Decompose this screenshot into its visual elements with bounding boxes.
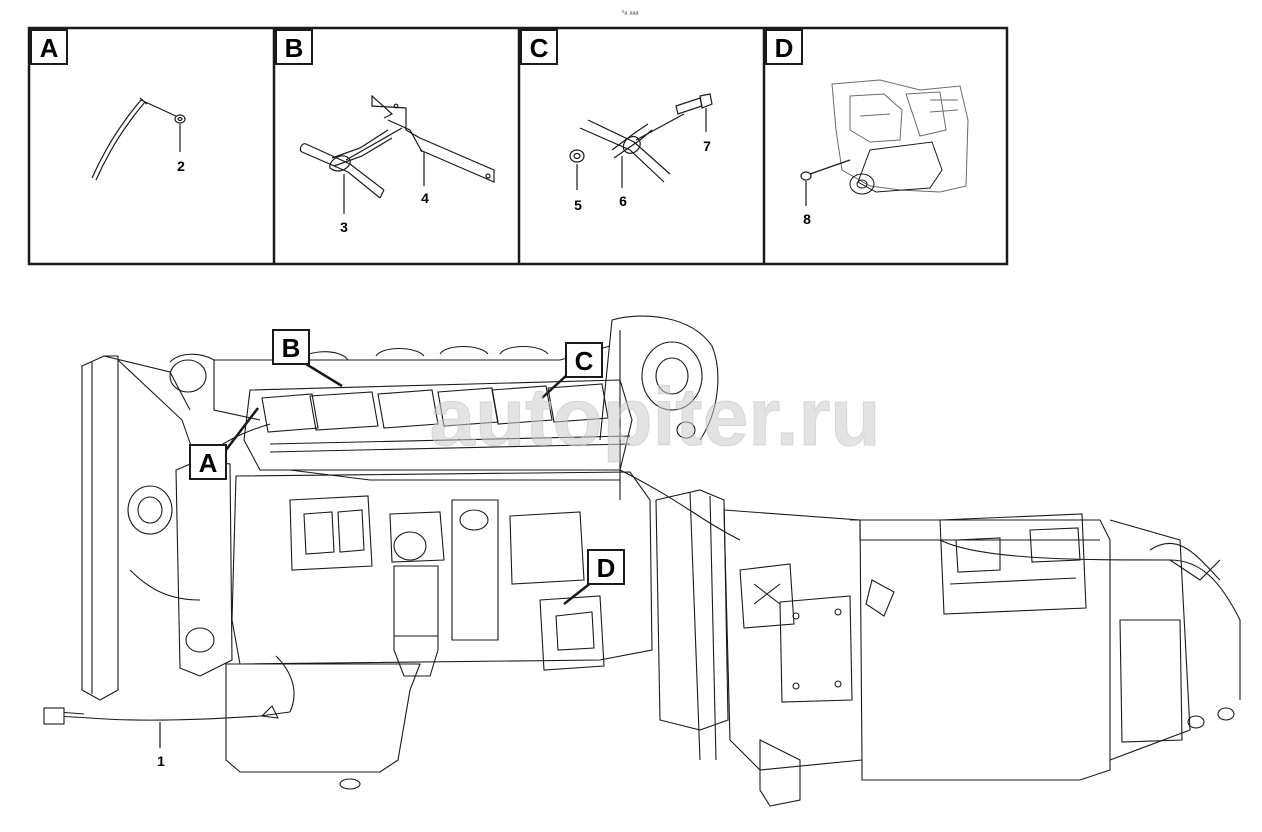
callout-7: 7 [703, 138, 711, 154]
panel-d-letter: D [775, 33, 794, 63]
panel-a-letter: A [40, 33, 59, 63]
panel-c-drawing [569, 93, 713, 190]
panel-b-label: B [275, 29, 313, 65]
callout-8: 8 [803, 211, 811, 227]
panel-d-leader [800, 159, 851, 206]
engine-assembly [43, 315, 1241, 807]
detail-panels [27, 26, 1009, 266]
view-tag-leaders [225, 362, 593, 605]
panel-a-drawing [91, 97, 186, 181]
callout-1: 1 [157, 753, 165, 769]
view-tag-b-letter: B [282, 333, 301, 363]
view-tag-d: D [587, 549, 625, 585]
callout-6: 6 [619, 193, 627, 209]
view-tag-c: C [565, 342, 603, 378]
callout-2: 2 [177, 158, 185, 174]
panel-c-letter: C [530, 33, 549, 63]
header-code: ▫ₐ ₐₐₐ [622, 7, 640, 16]
watermark: autopiter.ru [429, 372, 880, 463]
panel-d-drawing [831, 79, 969, 195]
view-tag-b: B [272, 329, 310, 365]
panel-c-label: C [520, 29, 558, 65]
view-tag-a: A [189, 444, 227, 480]
panel-d-label: D [765, 29, 803, 65]
panel-b-drawing [299, 94, 495, 214]
panel-b-letter: B [285, 33, 304, 63]
callout-3: 3 [340, 219, 348, 235]
callout-5: 5 [574, 197, 582, 213]
view-tag-c-letter: C [575, 346, 594, 376]
callout-4: 4 [421, 190, 429, 206]
panel-a-label: A [30, 29, 68, 65]
view-tag-a-letter: A [199, 448, 218, 478]
view-tag-d-letter: D [597, 553, 616, 583]
